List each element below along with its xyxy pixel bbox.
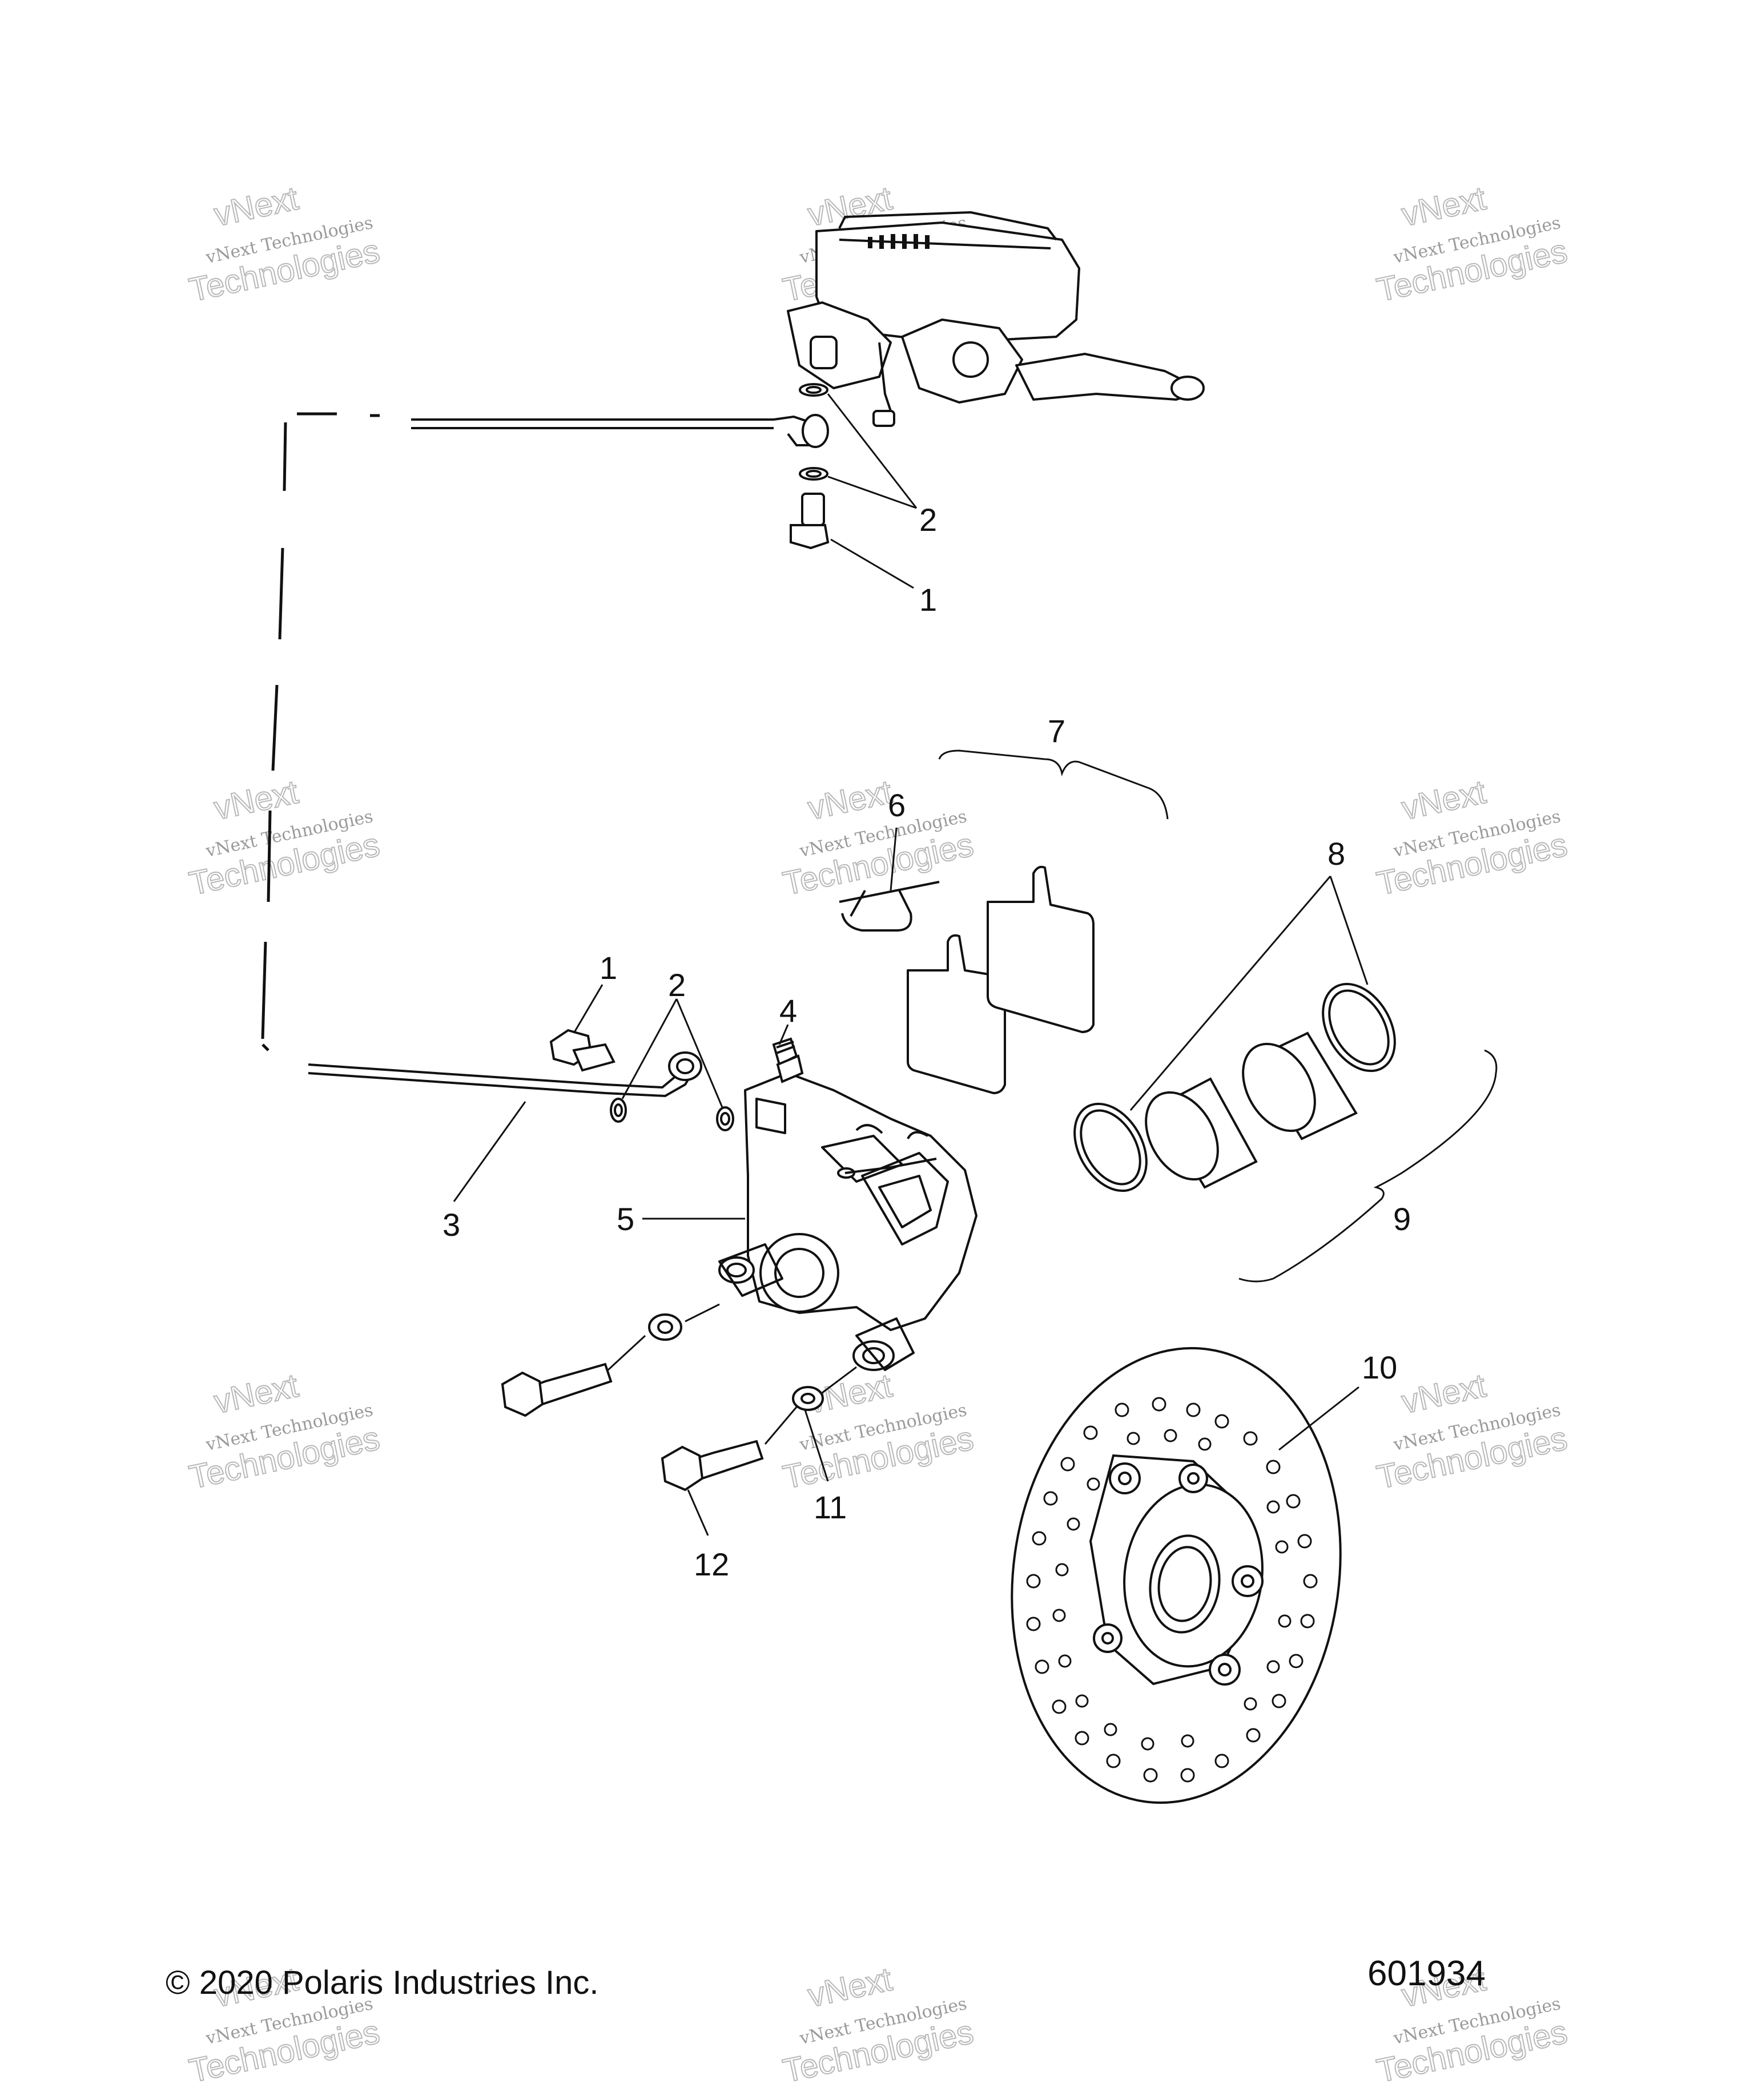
svg-text:vNext: vNext [804, 180, 895, 233]
callout-4: 4 [779, 993, 797, 1029]
callout-3: 3 [442, 1207, 460, 1243]
leader-10 [1278, 1386, 1359, 1451]
callout-2: 2 [919, 502, 937, 538]
watermark: vNext vNext Technologies Technologies [186, 179, 384, 309]
callout-5: 5 [617, 1201, 634, 1237]
callout-7: 7 [1048, 713, 1065, 749]
brake-caliper [718, 1072, 977, 1371]
lower-banjo-bolt [549, 1029, 734, 1131]
leader-lines-top [827, 393, 918, 589]
watermark: vNext vNext Technologies Technologies [186, 773, 384, 903]
diagram-part-number: 601934 [1367, 1954, 1486, 1993]
watermark: vNext vNext Technologies Technologies [779, 1960, 977, 2090]
svg-text:vNext: vNext [211, 773, 301, 827]
master-cylinder [787, 211, 1205, 427]
brake-rotor [1011, 1347, 1342, 1804]
callout-11: 11 [814, 1489, 847, 1525]
copyright-text: © 2020 Polaris Industries Inc. [166, 1964, 599, 2001]
callout-12: 12 [694, 1546, 729, 1582]
watermark: vNext vNext Technologies Technologies [779, 1367, 977, 1497]
rotor-holes [1026, 1397, 1318, 1783]
watermark: vNext vNext Technologies Technologies [186, 1367, 384, 1497]
watermark: vNext vNext Technologies Technologies [1373, 773, 1571, 903]
watermark: vNext vNext Technologies Technologies [1373, 179, 1571, 309]
callout-1: 1 [600, 950, 617, 986]
leader-lines-8 [1129, 876, 1369, 1111]
leader-lines-lower [453, 984, 829, 1536]
brake-pads [907, 865, 1095, 1094]
bracket-7 [938, 749, 1169, 820]
callout-9: 9 [1393, 1201, 1411, 1237]
svg-text:vNext: vNext [1398, 773, 1489, 827]
caliper-pistons [1073, 982, 1396, 1192]
mount-hardware [501, 1313, 824, 1492]
svg-text:vNext: vNext [211, 1367, 301, 1421]
bleeder-screw [772, 1037, 804, 1083]
callout-labels: 1 2 7 6 8 1 2 4 3 5 9 10 11 12 [442, 502, 1411, 1582]
svg-text:vNext: vNext [211, 180, 301, 233]
callout-6: 6 [888, 787, 906, 823]
callout-1: 1 [919, 582, 937, 618]
bracket-9 [1238, 1049, 1498, 1283]
svg-text:vNext: vNext [804, 1961, 895, 2014]
upper-washers-bolt [790, 383, 830, 550]
pad-pin [839, 881, 940, 932]
upper-brake-line [411, 414, 829, 448]
callout-8: 8 [1327, 836, 1345, 872]
svg-text:vNext: vNext [1398, 180, 1489, 233]
callout-10: 10 [1362, 1349, 1397, 1385]
alignment-lines [607, 1303, 857, 1445]
callout-2: 2 [668, 967, 686, 1003]
leader-6 [890, 827, 898, 891]
svg-text:vNext: vNext [1398, 1367, 1489, 1421]
svg-text:vNext: vNext [804, 773, 895, 827]
hose-route-dashed [261, 412, 380, 1051]
lower-brake-line [308, 1051, 702, 1098]
watermark: vNext vNext Technologies Technologies [779, 773, 977, 903]
